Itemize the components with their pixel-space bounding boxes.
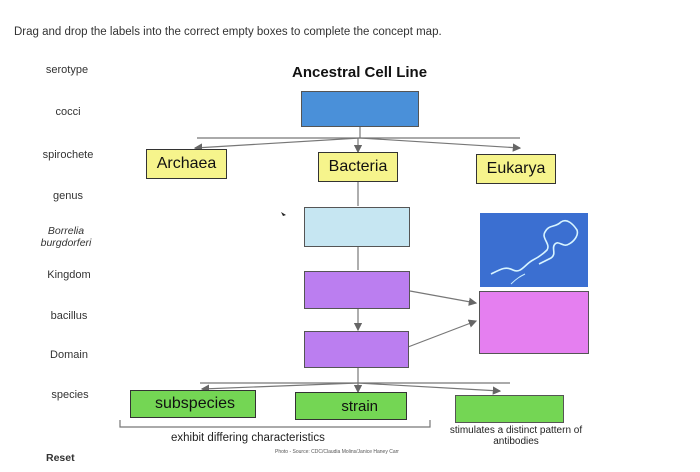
draggable-label-borrelia-burgdorferi[interactable]: Borrelia burgdorferi [40,225,92,249]
photo-credit: Photo - Source: CDC/Claudia Molins/Janic… [275,449,399,455]
drop-box-purple-lower[interactable] [304,331,409,368]
drop-box-top[interactable] [301,91,419,127]
archaea-label: Archaea [156,155,217,172]
bacteria-box: Bacteria [318,152,398,182]
drop-box-green[interactable] [455,395,564,423]
eukarya-label: Eukarya [486,160,546,177]
strain-label: strain [341,397,378,415]
concept-map-title: Ancestral Cell Line [292,64,428,81]
subspecies-box: subspecies [130,390,256,418]
caption-antibodies: stimulates a distinct pattern of antibod… [449,425,583,447]
drop-box-purple-upper[interactable] [304,271,410,309]
draggable-label-genus[interactable]: genus [53,190,83,202]
subspecies-label: subspecies [155,395,236,412]
draggable-label-bacillus[interactable]: bacillus [50,310,88,322]
drop-box-pink[interactable] [479,291,589,354]
mouse-cursor-icon [281,212,286,216]
draggable-label-kingdom[interactable]: Kingdom [47,269,91,281]
draggable-label-spirochete[interactable]: spirochete [42,149,94,161]
bacteria-label: Bacteria [328,158,388,175]
archaea-box: Archaea [146,149,227,179]
eukarya-box: Eukarya [476,154,556,184]
drop-box-light-blue[interactable] [304,207,410,247]
reset-button[interactable]: Reset [46,452,75,464]
caption-differing-characteristics: exhibit differing characteristics [171,432,325,444]
strain-box: strain [295,392,407,420]
draggable-label-domain[interactable]: Domain [50,349,88,361]
draggable-label-cocci[interactable]: cocci [55,106,81,118]
spirochete-micrograph-icon [490,219,579,285]
draggable-label-species[interactable]: species [51,389,89,401]
instruction-text: Drag and drop the labels into the correc… [14,26,442,38]
spirochete-micrograph [480,213,588,287]
draggable-label-serotype[interactable]: serotype [45,64,89,76]
